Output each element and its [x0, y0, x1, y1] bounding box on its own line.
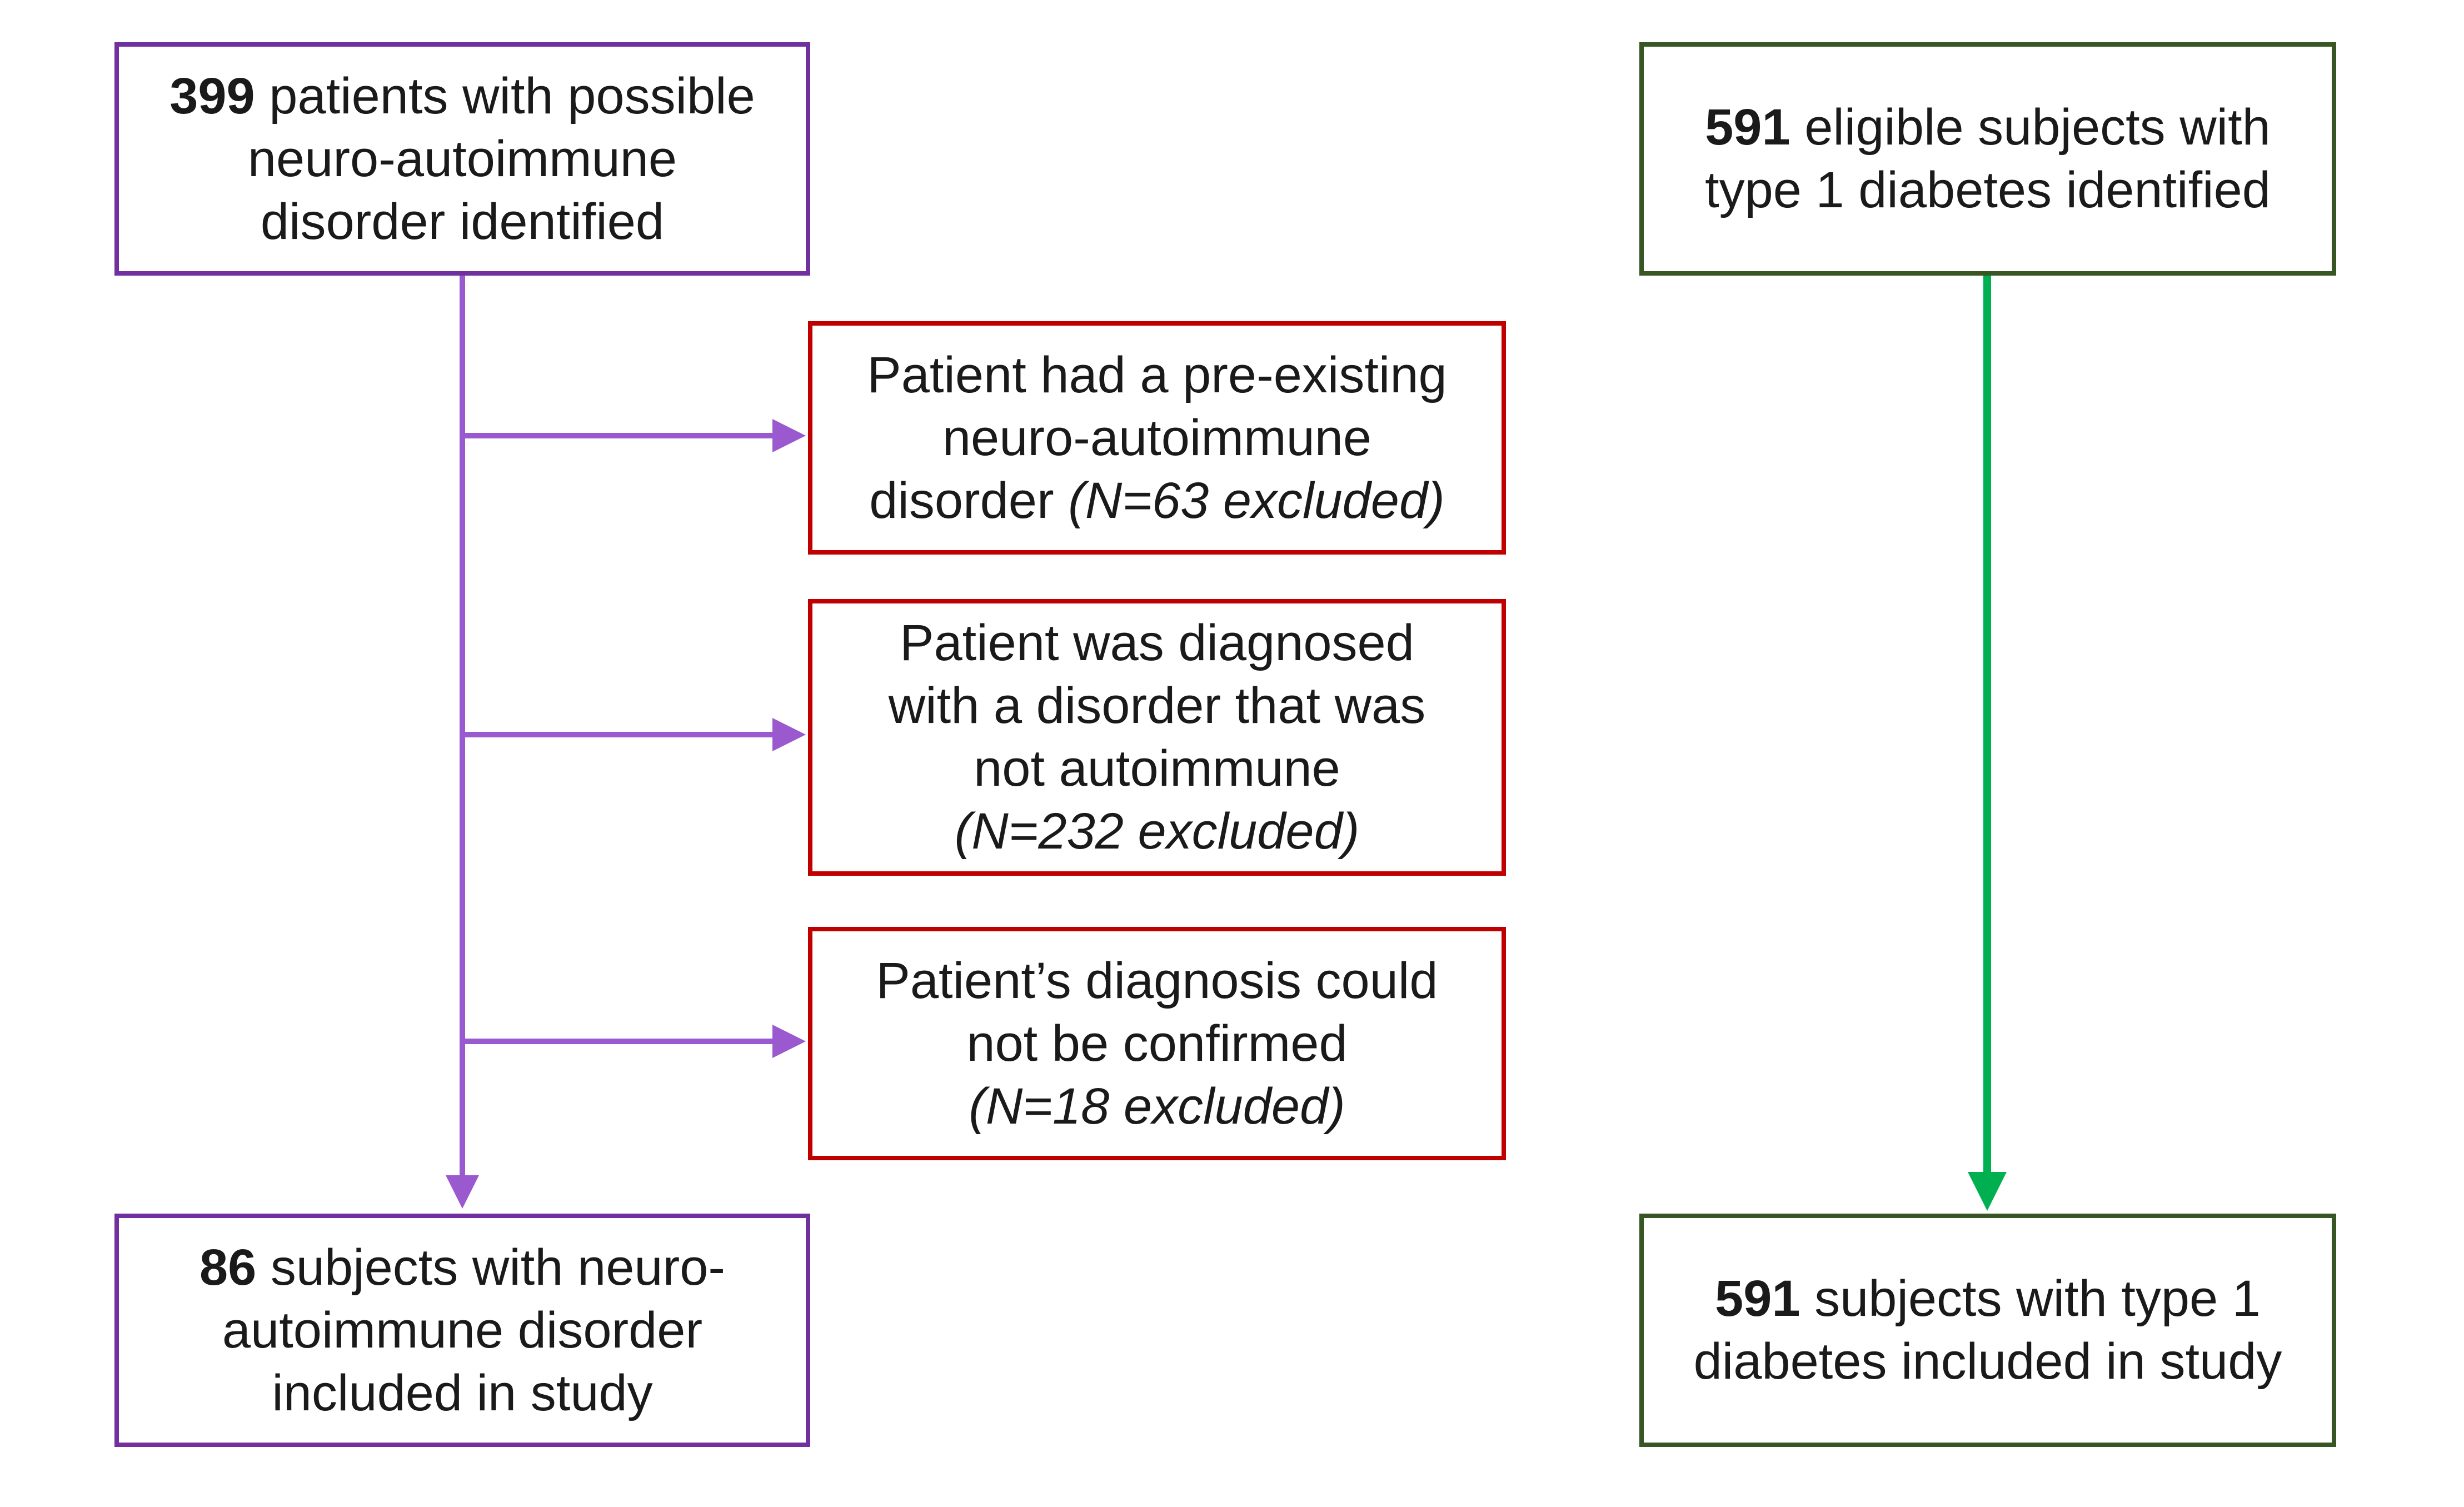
exclusion-3-line-1: Patient’s diagnosis could [876, 952, 1438, 1009]
exclusion-1-note: (N=63 excluded) [1068, 472, 1445, 529]
left-start-line-2: neuro-autoimmune [247, 130, 677, 187]
exclusion-box-1: Patient had a pre-existing neuro-autoimm… [808, 321, 1506, 555]
exclusion-2-line-3: not autoimmune [974, 740, 1340, 797]
right-start-line-1: 591 eligible subjects with [1705, 99, 2271, 156]
left-start-line-1: 399 patients with possible [169, 67, 755, 124]
left-end-count: 86 [199, 1239, 257, 1296]
exclusion-2-line-2: with a disorder that was [888, 677, 1426, 734]
left-end-box: 86 subjects with neuro- autoimmune disor… [114, 1214, 810, 1447]
left-start-line-3: disorder identified [260, 193, 665, 250]
left-end-line-1: 86 subjects with neuro- [199, 1239, 726, 1296]
right-start-box: 591 eligible subjects with type 1 diabet… [1639, 42, 2336, 276]
right-start-count: 591 [1705, 99, 1790, 156]
left-start-box: 399 patients with possible neuro-autoimm… [114, 42, 810, 276]
right-end-box: 591 subjects with type 1 diabetes includ… [1639, 1214, 2336, 1447]
right-start-line-2: type 1 diabetes identified [1705, 162, 2271, 218]
left-start-count: 399 [169, 67, 255, 124]
exclusion-1-line-3: disorder (N=63 excluded) [869, 472, 1445, 529]
exclusion-2-line-1: Patient was diagnosed [900, 615, 1414, 671]
exclusion-2-note: (N=232 excluded) [954, 803, 1360, 860]
right-end-line-2: diabetes included in study [1693, 1333, 2282, 1390]
exclusion-box-2: Patient was diagnosed with a disorder th… [808, 599, 1506, 876]
exclusion-1-line-2: neuro-autoimmune [942, 409, 1372, 466]
left-end-line-2: autoimmune disorder [222, 1301, 703, 1359]
exclusion-3-note: (N=18 excluded) [969, 1077, 1345, 1135]
exclusion-3-line-2: not be confirmed [966, 1015, 1348, 1072]
right-end-count: 591 [1715, 1270, 1800, 1327]
left-end-line-3: included in study [272, 1364, 653, 1421]
exclusion-1-line-1: Patient had a pre-existing [867, 346, 1447, 403]
exclusion-box-3: Patient’s diagnosis could not be confirm… [808, 927, 1506, 1160]
right-end-line-1: 591 subjects with type 1 [1715, 1270, 2261, 1327]
